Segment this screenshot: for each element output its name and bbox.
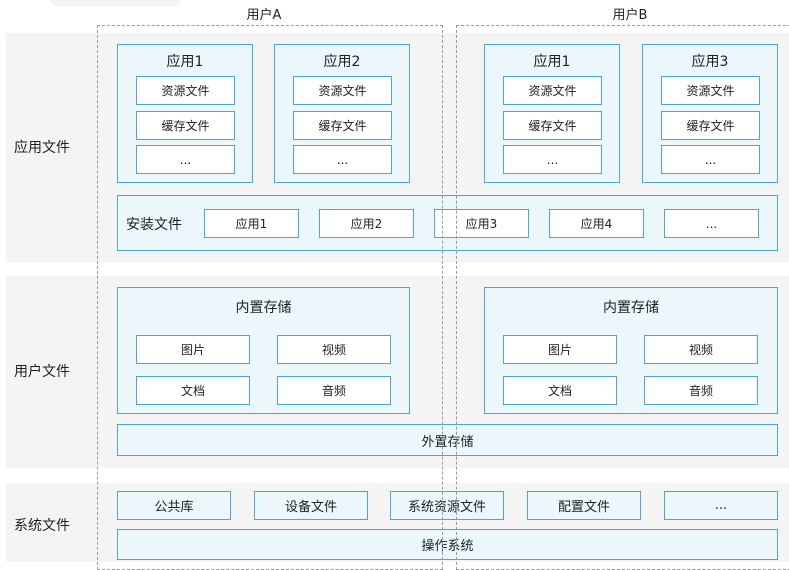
- install-files-label: 安装文件: [126, 217, 182, 233]
- install-ellipsis-cell: ...: [664, 209, 759, 238]
- cache-files-cell: 缓存文件: [293, 111, 392, 140]
- cache-files-cell: 缓存文件: [661, 111, 760, 140]
- app-group-title: 应用2: [323, 54, 361, 70]
- app-group-title: 应用1: [166, 54, 204, 70]
- internal-storage-b: 内置存储 图片 视频 文档 音频: [484, 287, 778, 414]
- resource-files-cell: 资源文件: [503, 76, 602, 105]
- pictures-cell: 图片: [136, 335, 250, 364]
- resource-files-cell: 资源文件: [293, 76, 392, 105]
- internal-storage-a: 内置存储 图片 视频 文档 音频: [117, 287, 410, 414]
- audio-cell: 音频: [644, 376, 758, 405]
- audio-cell: 音频: [277, 376, 391, 405]
- install-app-cell: 应用2: [319, 209, 414, 238]
- install-files-frame: 安装文件 应用1 应用2 应用3 应用4 ...: [117, 195, 778, 251]
- app-group-4: 应用3 资源文件 缓存文件 ...: [642, 44, 778, 183]
- ellipsis-cell: ...: [661, 145, 760, 174]
- app-group-3: 应用1 资源文件 缓存文件 ...: [484, 44, 620, 183]
- pictures-cell: 图片: [503, 335, 617, 364]
- user-files-label: 用户文件: [14, 364, 70, 380]
- system-ellipsis-cell: ...: [664, 491, 778, 520]
- app-files-label: 应用文件: [14, 140, 70, 156]
- ellipsis-cell: ...: [503, 145, 602, 174]
- videos-cell: 视频: [644, 335, 758, 364]
- documents-cell: 文档: [503, 376, 617, 405]
- ellipsis-cell: ...: [293, 145, 392, 174]
- operating-system-bar: 操作系统: [117, 529, 778, 560]
- install-app-cell: 应用3: [434, 209, 529, 238]
- user-a-label: 用户A: [246, 8, 282, 23]
- app-group-2: 应用2 资源文件 缓存文件 ...: [274, 44, 410, 183]
- app-group-title: 应用1: [533, 54, 571, 70]
- install-app-cell: 应用4: [549, 209, 644, 238]
- documents-cell: 文档: [136, 376, 250, 405]
- resource-files-cell: 资源文件: [136, 76, 235, 105]
- app-group-1: 应用1 资源文件 缓存文件 ...: [117, 44, 253, 183]
- resource-files-cell: 资源文件: [661, 76, 760, 105]
- videos-cell: 视频: [277, 335, 391, 364]
- ellipsis-cell: ...: [136, 145, 235, 174]
- app-group-title: 应用3: [691, 54, 729, 70]
- cache-files-cell: 缓存文件: [136, 111, 235, 140]
- internal-storage-title: 内置存储: [235, 300, 292, 316]
- system-files-label: 系统文件: [14, 518, 70, 534]
- config-files-cell: 配置文件: [527, 491, 641, 520]
- cache-files-cell: 缓存文件: [503, 111, 602, 140]
- external-storage-bar: 外置存储: [117, 424, 778, 456]
- device-files-cell: 设备文件: [254, 491, 368, 520]
- user-b-label: 用户B: [612, 8, 648, 23]
- top-tab: [50, 0, 180, 6]
- system-resource-files-cell: 系统资源文件: [390, 491, 504, 520]
- install-app-cell: 应用1: [204, 209, 299, 238]
- internal-storage-title: 内置存储: [603, 300, 659, 316]
- public-library-cell: 公共库: [117, 491, 231, 520]
